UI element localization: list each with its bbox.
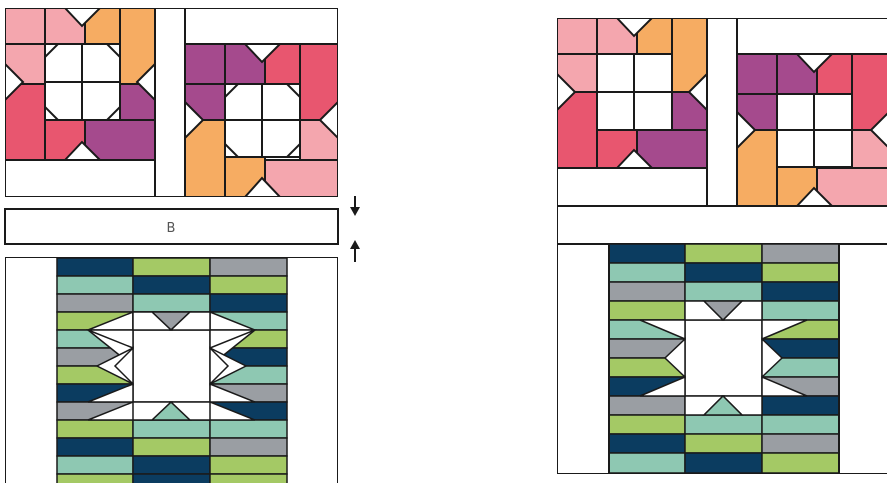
assembled-vertical-sashing [706,18,738,207]
sashing-label: B [167,221,176,236]
left-bottom-row [5,257,338,483]
sashing-strip-b: B [4,208,339,245]
assembled-star-block [608,243,840,474]
assembled-sashing-strip [557,205,887,245]
assembled-quilt [557,18,887,474]
assembled-pink-block-2 [736,18,887,207]
assembled-pink-block-1 [557,18,708,207]
pink-block-1 [5,8,156,197]
vertical-sashing [154,8,186,197]
left-top-row [5,8,338,197]
star-block-left [56,257,288,483]
up-arrow-icon [350,240,360,262]
pink-block-2 [184,8,338,197]
down-arrow-icon [350,196,360,216]
